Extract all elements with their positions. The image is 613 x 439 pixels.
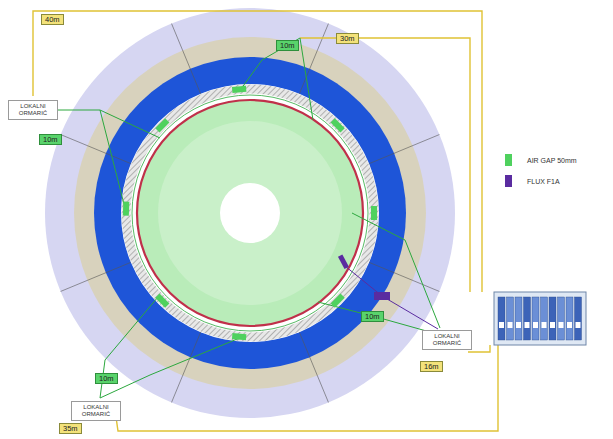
cable-length: 16m xyxy=(420,361,443,372)
radial-lines xyxy=(61,24,440,403)
module-terminal xyxy=(508,322,513,328)
air-gap-sensor xyxy=(371,206,377,220)
legend-text: FLUX F1A xyxy=(527,178,560,185)
flux-unit xyxy=(374,292,390,300)
module-terminal xyxy=(559,322,564,328)
radial-line xyxy=(61,135,131,164)
shaft-hole xyxy=(220,183,280,243)
hatched-ring xyxy=(126,89,374,337)
local-cabinet: LOKALNI ORMARIĆ xyxy=(71,401,121,421)
io-module xyxy=(507,297,514,340)
cabinet-label: LOKALNI ORMARIĆ xyxy=(426,333,468,347)
module-terminal xyxy=(525,322,530,328)
legend-swatch xyxy=(505,175,512,187)
rotor-body xyxy=(158,121,342,305)
io-module xyxy=(558,297,565,340)
air-gap-sensor xyxy=(232,333,246,340)
legend-text: AIR GAP 50mm xyxy=(527,157,577,164)
rotor-rim xyxy=(137,100,363,326)
io-module xyxy=(524,297,531,340)
module-terminal xyxy=(533,322,538,328)
local-cabinet: LOKALNI ORMARIĆ xyxy=(8,100,58,120)
air-gap-sensor xyxy=(331,118,345,132)
cabinet-label: LOKALNI ORMARIĆ xyxy=(12,103,54,117)
io-module xyxy=(498,297,505,340)
stator-bore xyxy=(121,84,379,342)
cable-length: 30m xyxy=(336,33,359,44)
io-module xyxy=(566,297,573,340)
stator-core xyxy=(94,57,406,369)
radial-line xyxy=(61,262,131,291)
module-terminal xyxy=(567,322,572,328)
io-module xyxy=(541,297,548,340)
cable-length: 10m xyxy=(95,373,118,384)
outer-ring xyxy=(45,8,455,418)
air-gap-sensor xyxy=(155,294,169,308)
cable-length: 10m xyxy=(276,40,299,51)
radial-line xyxy=(369,135,439,164)
module-terminal xyxy=(550,322,555,328)
radial-line xyxy=(172,332,201,402)
cable-length: 10m xyxy=(39,134,62,145)
module-terminal xyxy=(516,322,521,328)
air-gap-sensors xyxy=(123,86,377,340)
air-gap-sensor xyxy=(232,86,246,93)
module-terminal xyxy=(576,322,581,328)
legend-swatch xyxy=(505,154,512,166)
flux-sensor xyxy=(338,254,349,269)
local-cabinet: LOKALNI ORMARIĆ xyxy=(422,330,472,350)
sensor-wire-ring xyxy=(132,95,368,331)
io-module xyxy=(575,297,582,340)
cable-length: 35m xyxy=(59,423,82,434)
air-gap-sensor xyxy=(155,118,169,132)
io-module xyxy=(532,297,539,340)
trunk-cables xyxy=(33,11,498,431)
flux-cable xyxy=(345,266,438,329)
module-terminal xyxy=(499,322,504,328)
sensor-cables xyxy=(55,38,440,398)
monitoring-unit xyxy=(494,292,586,345)
air-gap-sensor xyxy=(331,294,345,308)
module-terminal xyxy=(542,322,547,328)
radial-line xyxy=(369,262,439,291)
cable-length: 10m xyxy=(361,311,384,322)
air-gap-sensor xyxy=(123,202,129,216)
io-module xyxy=(515,297,522,340)
radial-line xyxy=(172,24,201,94)
tan-ring xyxy=(74,37,426,389)
radial-line xyxy=(299,332,328,402)
io-module xyxy=(549,297,556,340)
cable-length: 40m xyxy=(41,14,64,25)
cabinet-label: LOKALNI ORMARIĆ xyxy=(75,404,117,418)
